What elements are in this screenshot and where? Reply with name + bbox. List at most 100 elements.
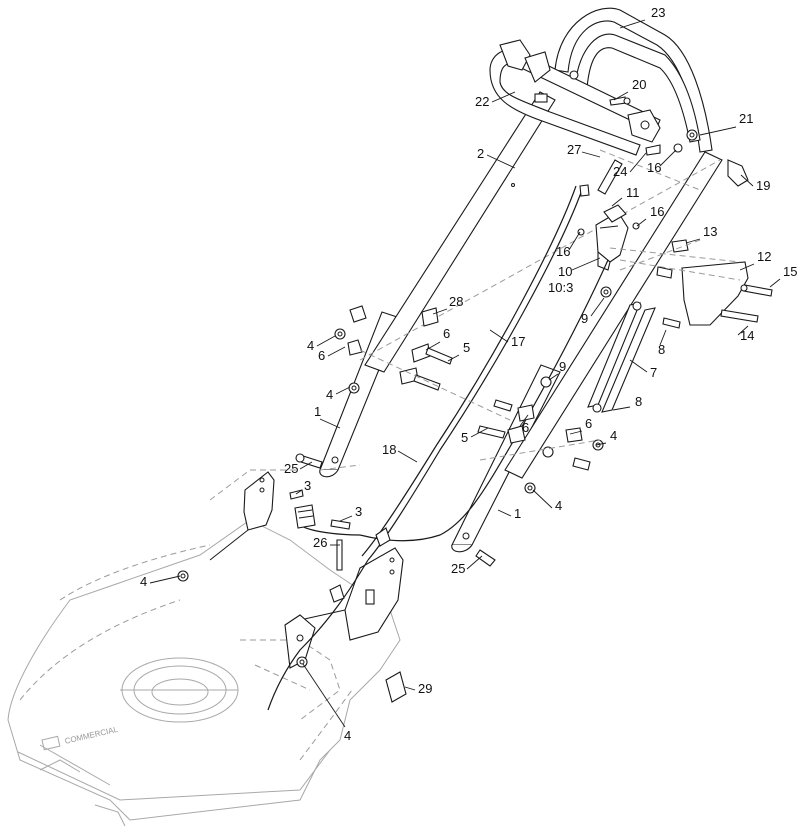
callout-label-c16b: 16 xyxy=(650,204,664,219)
leader-c4a xyxy=(316,335,336,347)
leader-c14 xyxy=(737,325,749,336)
callout-label-c17: 17 xyxy=(511,334,525,349)
callout-label-c15: 15 xyxy=(783,264,797,279)
leader-c16a xyxy=(659,149,677,167)
leader-c4b xyxy=(335,386,351,395)
callout-label-c7: 7 xyxy=(650,365,657,380)
leader-c3b xyxy=(339,515,353,522)
callout-label-c12: 12 xyxy=(757,249,771,264)
callout-label-c4a: 4 xyxy=(307,338,314,353)
hardware-left xyxy=(177,305,453,582)
callout-label-c20: 20 xyxy=(632,77,646,92)
callout-label-c22: 22 xyxy=(475,94,489,109)
callout-leaders xyxy=(149,19,781,728)
leader-c25a xyxy=(299,461,313,470)
callout-label-c3a: 3 xyxy=(304,478,311,493)
leader-c28 xyxy=(432,308,448,315)
switch-connector xyxy=(289,489,351,571)
callout-label-c6a: 6 xyxy=(443,326,450,341)
leader-c6b xyxy=(327,346,346,357)
callout-label-c21: 21 xyxy=(739,111,753,126)
callout-label-c18: 18 xyxy=(382,442,396,457)
leader-c3a xyxy=(295,489,303,495)
callout-label-c4b: 4 xyxy=(326,387,333,402)
leader-c18 xyxy=(397,450,418,463)
callout-label-c11: 11 xyxy=(626,185,640,200)
callout-label-c19: 19 xyxy=(756,178,770,193)
leader-c24 xyxy=(629,152,647,173)
leader-c6d xyxy=(519,414,529,427)
hardware-right xyxy=(296,222,640,703)
callout-label-c27: 27 xyxy=(567,142,581,157)
lower-handle-right xyxy=(451,364,561,553)
side-panel xyxy=(609,239,773,326)
callout-label-c8a: 8 xyxy=(658,342,665,357)
leader-c7 xyxy=(629,359,648,373)
leader-c4e xyxy=(149,575,181,584)
callout-label-c16c: 16 xyxy=(556,244,570,259)
callout-label-c10-3: 10:3 xyxy=(548,280,573,295)
callout-label-c1b: 1 xyxy=(514,506,521,521)
callout-label-c25a: 25 xyxy=(284,461,298,476)
callout-label-c9b: 9 xyxy=(559,359,566,374)
callout-label-c4d: 4 xyxy=(555,498,562,513)
leader-c12 xyxy=(739,263,755,271)
callout-label-c3b: 3 xyxy=(355,504,362,519)
leader-c9b xyxy=(548,373,559,381)
leader-c4f xyxy=(302,663,346,728)
leader-c8b xyxy=(612,406,631,411)
leader-c8a xyxy=(659,329,667,346)
callout-label-c5a: 5 xyxy=(463,340,470,355)
callout-label-c6b: 6 xyxy=(318,348,325,363)
leader-c1b xyxy=(497,509,512,517)
leader-c16c xyxy=(568,231,581,251)
callout-label-c6d: 6 xyxy=(522,420,529,435)
leader-c1a xyxy=(319,418,341,429)
leader-c6a xyxy=(425,341,441,351)
callout-label-c1a: 1 xyxy=(314,404,321,419)
control-cables xyxy=(267,184,609,711)
front-bar xyxy=(489,39,661,156)
leader-c11 xyxy=(611,197,623,207)
callout-label-c5b: 5 xyxy=(461,430,468,445)
callout-label-c14: 14 xyxy=(740,328,754,343)
leader-c29 xyxy=(404,686,416,691)
leader-c16b xyxy=(636,218,647,227)
callout-label-c2: 2 xyxy=(477,146,484,161)
top-hardware xyxy=(597,96,749,195)
callout-label-c25b: 25 xyxy=(451,561,465,576)
callout-label-c4c: 4 xyxy=(610,428,617,443)
callout-label-c10: 10 xyxy=(558,264,572,279)
leader-c5a xyxy=(447,354,460,362)
leader-c6c xyxy=(569,430,583,435)
leader-c19 xyxy=(740,174,754,187)
phantom-lines xyxy=(319,149,701,471)
leader-c15 xyxy=(769,278,781,288)
leader-c25b xyxy=(466,555,483,570)
callout-label-c4f: 4 xyxy=(344,728,351,743)
callout-label-c4e: 4 xyxy=(140,574,147,589)
callout-label-c26: 26 xyxy=(313,535,327,550)
leader-c22 xyxy=(491,91,516,103)
leader-c23 xyxy=(619,19,646,29)
callout-label-c8b: 8 xyxy=(635,394,642,409)
leader-c9a xyxy=(590,297,605,317)
upper-handle xyxy=(359,91,723,479)
callout-label-c29: 29 xyxy=(418,681,432,696)
leader-c4c xyxy=(595,442,607,446)
callout-label-c13: 13 xyxy=(703,224,717,239)
leader-c4d xyxy=(532,489,553,509)
leader-c17 xyxy=(489,329,509,343)
leader-c5b xyxy=(470,427,489,438)
pivot-bracket xyxy=(284,614,316,669)
leader-c27 xyxy=(581,151,601,158)
leader-c20 xyxy=(613,91,629,101)
left-handle-bracket xyxy=(209,471,275,561)
leader-c2 xyxy=(486,154,516,169)
callout-label-c28: 28 xyxy=(449,294,463,309)
callout-label-c6c: 6 xyxy=(585,416,592,431)
leader-c13 xyxy=(685,238,701,244)
linkage-rod xyxy=(587,301,681,413)
